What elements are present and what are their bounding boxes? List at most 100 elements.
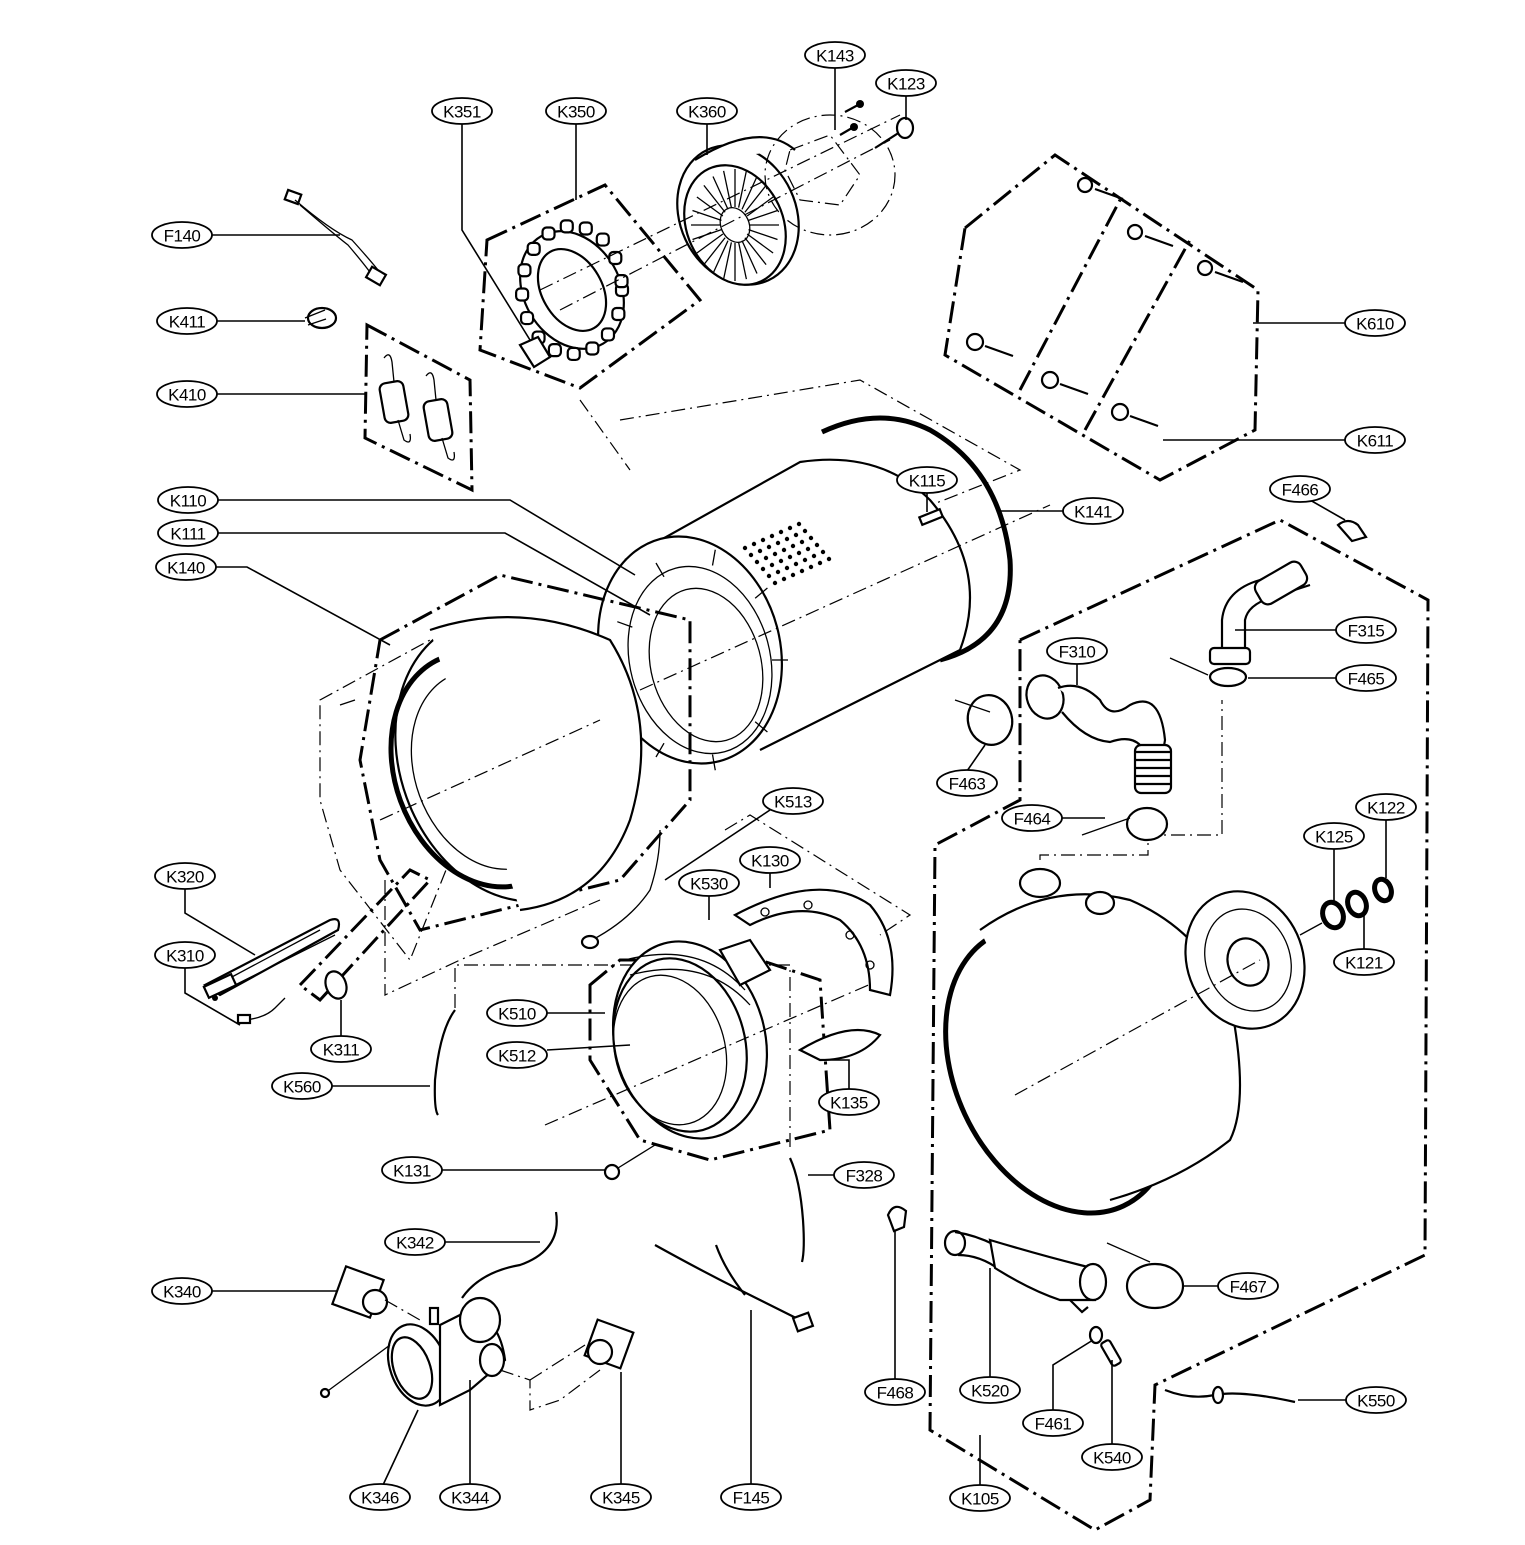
callout-k140[interactable]: K140 [155, 553, 217, 581]
callout-k340[interactable]: K340 [151, 1277, 213, 1305]
heater-drawing [202, 918, 341, 1025]
callout-label: F466 [1282, 481, 1319, 500]
springs-group-box [363, 322, 474, 493]
callout-k123[interactable]: K123 [875, 69, 937, 97]
callout-k345[interactable]: K345 [590, 1483, 652, 1511]
shock-pin [1214, 270, 1244, 284]
drum-perforation [781, 547, 787, 553]
callout-k360[interactable]: K360 [676, 97, 738, 125]
drum-rib [711, 549, 716, 566]
callout-k342[interactable]: K342 [384, 1228, 446, 1256]
rotor-spoke [703, 237, 726, 266]
door-gasket-drawing [544, 940, 881, 1140]
callout-label: K513 [774, 793, 812, 812]
callout-k111[interactable]: K111 [157, 519, 219, 547]
leader-line-k320 [184, 888, 256, 956]
callout-oval [1081, 1443, 1143, 1471]
drum-perforation [742, 545, 748, 551]
callout-label: F145 [733, 1489, 770, 1508]
callout-k105[interactable]: K105 [949, 1484, 1011, 1512]
clip-f468-drawing [886, 1205, 908, 1233]
drum-perforation [763, 555, 769, 561]
callout-f464[interactable]: F464 [1001, 804, 1063, 832]
callout-f468[interactable]: F468 [864, 1378, 926, 1406]
callout-oval [739, 846, 801, 874]
callout-label: K611 [1357, 432, 1393, 451]
callout-label: K560 [283, 1078, 321, 1097]
callout-k350[interactable]: K350 [545, 97, 607, 125]
callout-f466[interactable]: F466 [1269, 475, 1331, 503]
callout-k122[interactable]: K122 [1355, 793, 1417, 821]
drum-rib [617, 621, 633, 628]
callout-f310[interactable]: F310 [1046, 637, 1108, 665]
leader-line-k310 [184, 967, 241, 1026]
callout-f328[interactable]: F328 [833, 1161, 895, 1189]
callout-f465[interactable]: F465 [1335, 664, 1397, 692]
callout-label: F468 [877, 1384, 914, 1403]
drum-perforation [778, 529, 784, 535]
callout-label: K346 [361, 1489, 399, 1508]
callout-oval [720, 1483, 782, 1511]
callout-k510[interactable]: K510 [486, 999, 548, 1027]
leader-line-k513 [664, 809, 771, 881]
callout-k513[interactable]: K513 [762, 787, 824, 815]
callout-f315[interactable]: F315 [1335, 616, 1397, 644]
callout-k135[interactable]: K135 [818, 1088, 880, 1116]
stator-drawing [515, 219, 630, 369]
callout-label: K344 [451, 1489, 489, 1508]
callout-k530[interactable]: K530 [678, 869, 740, 897]
callout-k512[interactable]: K512 [486, 1041, 548, 1069]
callout-k351[interactable]: K351 [431, 97, 493, 125]
callout-k560[interactable]: K560 [271, 1072, 333, 1100]
drum-rib [711, 754, 716, 771]
callout-f145[interactable]: F145 [720, 1483, 782, 1511]
drum-perforation [787, 525, 793, 531]
rotor-spoke [741, 240, 758, 274]
callout-k141[interactable]: K141 [1062, 497, 1124, 525]
callout-oval [431, 97, 493, 125]
callout-k143[interactable]: K143 [804, 41, 866, 69]
callout-f140[interactable]: F140 [151, 221, 213, 249]
clip-f461-drawing [1088, 1325, 1104, 1345]
callout-k311[interactable]: K311 [310, 1035, 372, 1063]
callout-k125[interactable]: K125 [1303, 822, 1365, 850]
callout-oval [896, 466, 958, 494]
callout-k344[interactable]: K344 [439, 1483, 501, 1511]
callout-label: K110 [170, 492, 206, 511]
callout-k611[interactable]: K611 [1344, 426, 1406, 454]
callout-label: K345 [602, 1489, 640, 1508]
callout-k346[interactable]: K346 [349, 1483, 411, 1511]
callout-k110[interactable]: K110 [157, 486, 219, 514]
shock-pin [1094, 187, 1124, 201]
callout-k131[interactable]: K131 [381, 1156, 443, 1184]
drum-perforation [787, 554, 793, 560]
callout-k310[interactable]: K310 [154, 941, 216, 969]
callout-k115[interactable]: K115 [896, 466, 958, 494]
callout-f461[interactable]: F461 [1022, 1409, 1084, 1437]
callout-label: K141 [1074, 503, 1112, 522]
callout-f467[interactable]: F467 [1217, 1272, 1279, 1300]
callout-k130[interactable]: K130 [739, 846, 801, 874]
rotor-spoke [746, 196, 774, 217]
callout-k550[interactable]: K550 [1345, 1386, 1407, 1414]
callout-k410[interactable]: K410 [156, 380, 218, 408]
callout-oval [439, 1483, 501, 1511]
callout-oval [864, 1378, 926, 1406]
drain-bellows-drawing [1025, 674, 1173, 795]
callout-k540[interactable]: K540 [1081, 1443, 1143, 1471]
callout-label: F467 [1230, 1278, 1267, 1297]
drum-perforation [799, 568, 805, 574]
stator-tooth [547, 343, 562, 358]
callout-oval [818, 1088, 880, 1116]
callout-k520[interactable]: K520 [959, 1376, 1021, 1404]
drum-perforation [826, 556, 832, 562]
callout-k610[interactable]: K610 [1344, 309, 1406, 337]
leader-line-f461 [1052, 1339, 1094, 1411]
callout-f463[interactable]: F463 [936, 769, 998, 797]
drum-perforation [751, 541, 757, 547]
callout-k121[interactable]: K121 [1333, 948, 1395, 976]
drum-rib [655, 742, 665, 758]
stator-tooth [585, 341, 600, 356]
callout-k320[interactable]: K320 [154, 862, 216, 890]
callout-k411[interactable]: K411 [156, 307, 218, 335]
